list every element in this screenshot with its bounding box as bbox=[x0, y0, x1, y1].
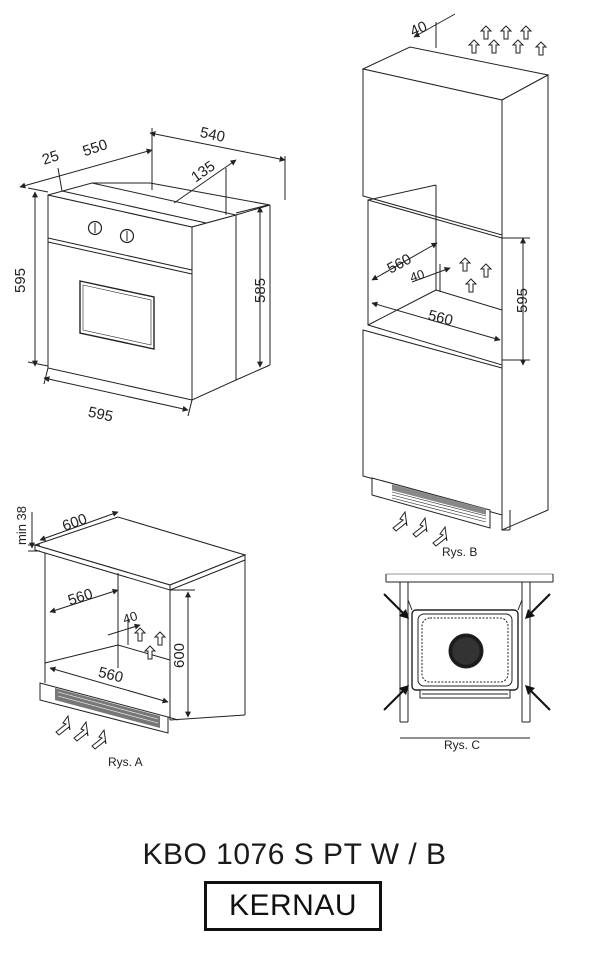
dim-label-560-inner: 560 bbox=[66, 585, 95, 609]
airflow-arrow-icon bbox=[479, 263, 493, 278]
dim-label-595-height: 595 bbox=[12, 268, 29, 293]
dim-label-40-top: 40 bbox=[408, 18, 430, 40]
dim-label-550: 550 bbox=[81, 136, 110, 160]
dim-label-40-a: 40 bbox=[121, 608, 139, 627]
dim-label-min38: min 38 bbox=[14, 506, 29, 545]
mounting-arrow-icon bbox=[525, 685, 535, 695]
airflow-arrow-icon bbox=[412, 516, 428, 538]
airflow-arrow-icon bbox=[487, 39, 501, 54]
caption-rys-a: Rys. A bbox=[108, 755, 143, 769]
dim-label-595-b: 595 bbox=[514, 288, 531, 313]
control-knob-icon bbox=[119, 228, 135, 244]
dim-label-585: 585 bbox=[252, 278, 269, 303]
airflow-arrow-icon bbox=[479, 25, 493, 40]
oven-dimension-drawing bbox=[19, 128, 286, 417]
mounting-arrow-icon bbox=[399, 685, 409, 695]
dim-label-135: 135 bbox=[188, 158, 218, 186]
airflow-arrow-icon bbox=[499, 25, 513, 40]
airflow-arrow-icon bbox=[467, 39, 481, 54]
rys-a-under-counter bbox=[28, 511, 247, 734]
dim-label-25: 25 bbox=[40, 147, 61, 168]
oven-front-panel bbox=[47, 194, 193, 401]
airflow-arrow-icon bbox=[392, 510, 408, 532]
airflow-arrow-icon bbox=[511, 39, 525, 54]
airflow-arrow-icon bbox=[432, 525, 448, 547]
airflow-arrow-icon bbox=[91, 728, 107, 750]
rys-b-labels: 40 560 40 560 595 Rys. B bbox=[384, 18, 531, 559]
dim-label-600-height: 600 bbox=[171, 643, 188, 668]
dim-label-595-width: 595 bbox=[87, 404, 115, 426]
dim-label-40-inner: 40 bbox=[408, 266, 426, 285]
ventilation-grille bbox=[391, 484, 487, 523]
airflow-arrow-icon bbox=[153, 631, 167, 646]
oven-window bbox=[79, 280, 155, 350]
rys-b-tall-cabinet bbox=[361, 13, 550, 531]
rys-a-labels: min 38 600 560 40 600 560 Rys. A bbox=[14, 506, 188, 769]
dim-label-560-bottom: 560 bbox=[96, 664, 124, 687]
lower-cabinet-door bbox=[362, 329, 503, 516]
airflow-arrow-icon bbox=[143, 645, 157, 660]
oven-side-panel bbox=[191, 214, 237, 401]
airflow-arrow-icon bbox=[464, 278, 478, 293]
airflow-arrows-bottom-b bbox=[392, 510, 448, 547]
airflow-arrows-a bbox=[55, 627, 167, 750]
airflow-arrows-top bbox=[458, 25, 548, 293]
rys-c-mounting-view bbox=[385, 573, 554, 739]
mounting-arrow-icon bbox=[399, 609, 409, 619]
mounting-arrows-c bbox=[383, 593, 551, 711]
brand-name: KERNAU bbox=[228, 889, 358, 922]
airflow-arrow-icon bbox=[458, 257, 472, 272]
caption-rys-c: Rys. C bbox=[444, 738, 480, 752]
control-knob-icon bbox=[87, 220, 103, 236]
airflow-arrow-icon bbox=[73, 720, 89, 742]
model-name: KBO 1076 S PT W / B bbox=[142, 838, 447, 871]
airflow-arrow-icon bbox=[519, 25, 533, 40]
airflow-arrow-icon bbox=[55, 714, 71, 736]
airflow-arrow-icon bbox=[534, 41, 548, 56]
dim-label-560-lower: 560 bbox=[426, 307, 454, 330]
caption-rys-b: Rys. B bbox=[442, 545, 477, 559]
airflow-arrow-icon bbox=[133, 627, 147, 642]
mounting-arrow-icon bbox=[525, 609, 535, 619]
dim-label-540: 540 bbox=[198, 124, 226, 146]
brand-logo: KERNAU bbox=[204, 881, 382, 931]
